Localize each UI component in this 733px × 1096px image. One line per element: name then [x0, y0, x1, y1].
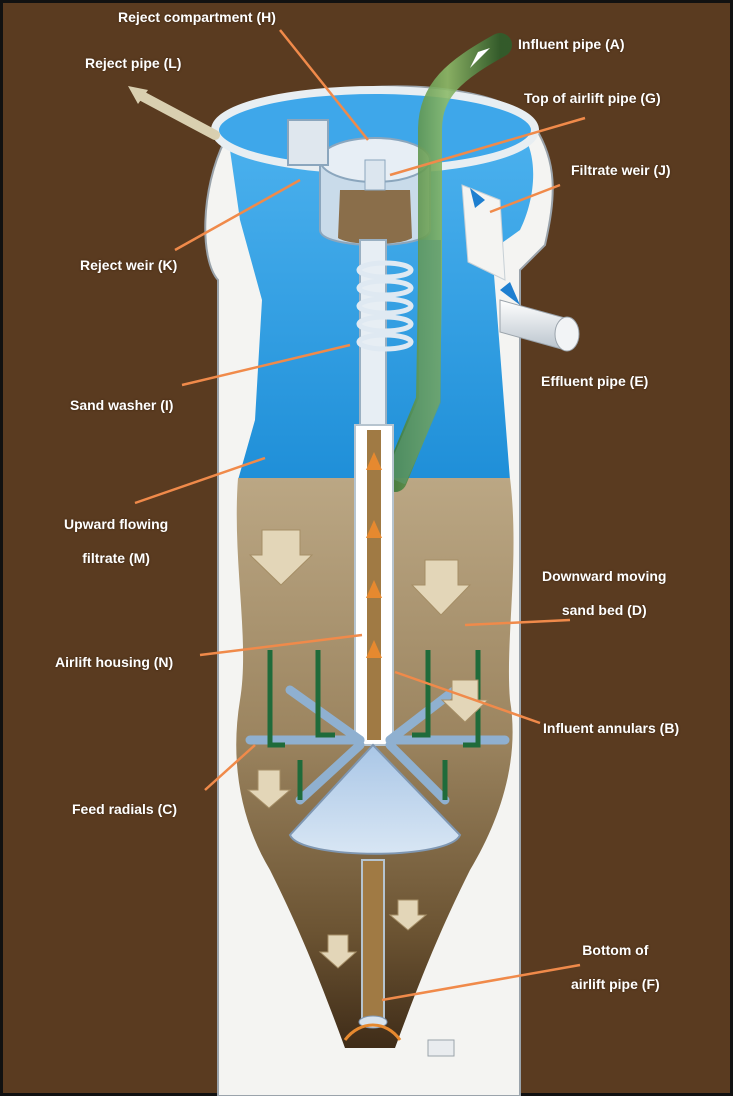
- effluent-pipe-end: [555, 317, 579, 351]
- label-downward-moving-sand-bed: Downward moving sand bed (D): [542, 568, 666, 619]
- reject-weir-box: [288, 120, 328, 165]
- label-filtrate-weir: Filtrate weir (J): [571, 162, 671, 179]
- label-airlift-housing: Airlift housing (N): [55, 654, 173, 671]
- drain-valve: [428, 1040, 454, 1056]
- label-upward-flowing-filtrate: Upward flowing filtrate (M): [64, 516, 168, 567]
- label-downward-moving-sand-bed-line1: Downward moving: [542, 568, 666, 585]
- label-effluent-pipe: Effluent pipe (E): [541, 373, 648, 390]
- airlift-top: [365, 160, 385, 190]
- label-bottom-of-airlift-pipe-line1: Bottom of: [571, 942, 660, 959]
- reject-sand: [338, 190, 412, 244]
- label-reject-pipe: Reject pipe (L): [85, 55, 181, 72]
- label-downward-moving-sand-bed-line2: sand bed (D): [542, 602, 666, 619]
- label-bottom-of-airlift-pipe: Bottom of airlift pipe (F): [571, 942, 660, 993]
- label-influent-annulars: Influent annulars (B): [543, 720, 679, 737]
- label-top-of-airlift-pipe: Top of airlift pipe (G): [524, 90, 661, 107]
- label-sand-washer: Sand washer (I): [70, 397, 173, 414]
- label-reject-weir: Reject weir (K): [80, 257, 177, 274]
- label-upward-flowing-filtrate-line1: Upward flowing: [64, 516, 168, 533]
- label-upward-flowing-filtrate-line2: filtrate (M): [64, 550, 168, 567]
- label-bottom-of-airlift-pipe-line2: airlift pipe (F): [571, 976, 660, 993]
- label-reject-compartment: Reject compartment (H): [118, 9, 276, 26]
- label-influent-pipe: Influent pipe (A): [518, 36, 625, 53]
- lower-airlift-pipe: [362, 860, 384, 1020]
- label-feed-radials: Feed radials (C): [72, 801, 177, 818]
